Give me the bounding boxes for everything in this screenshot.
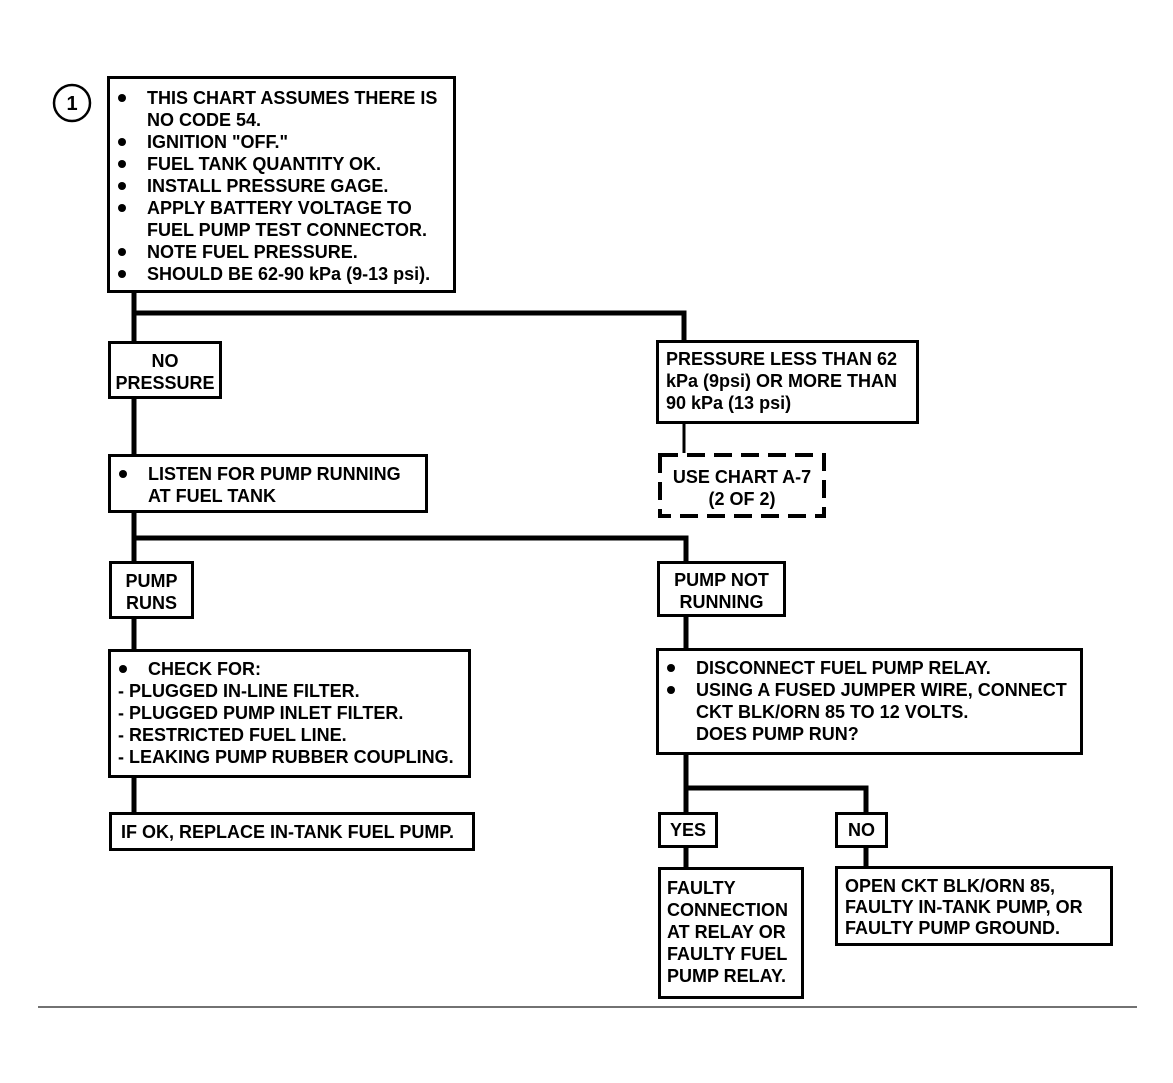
- start-condition-item: FUEL TANK QUANTITY OK.: [110, 153, 453, 175]
- start-condition-item: SHOULD BE 62-90 kPa (9-13 psi).: [110, 263, 453, 285]
- bullet-icon: [118, 138, 126, 146]
- box-text-line: PRESSURE: [115, 373, 215, 393]
- start-condition-item: APPLY BATTERY VOLTAGE TO FUEL PUMP TEST …: [110, 197, 453, 241]
- start-condition-item: THIS CHART ASSUMES THERE IS NO CODE 54.: [110, 87, 453, 131]
- listen-for-pump-box: LISTEN FOR PUMP RUNNING AT FUEL TANK: [108, 454, 428, 513]
- bullet-icon: [118, 204, 126, 212]
- box-text-line: PUMP RELAY.: [667, 966, 787, 986]
- box-text-line: INSTALL PRESSURE GAGE.: [147, 176, 389, 196]
- open-circuit-box: OPEN CKT BLK/ORN 85, FAULTY IN-TANK PUMP…: [835, 866, 1113, 946]
- box-text-line: FAULTY: [667, 878, 736, 898]
- box-text-line: USE CHART A-7: [672, 467, 812, 487]
- box-text-line: CKT BLK/ORN 85 TO 12 VOLTS.: [696, 702, 969, 722]
- yes-box: YES: [658, 812, 718, 848]
- relay-test-box: DISCONNECT FUEL PUMP RELAY. USING A FUSE…: [656, 648, 1083, 755]
- box-text-line: NO CODE 54.: [147, 110, 262, 130]
- check-list-item: - PLUGGED PUMP INLET FILTER.: [118, 703, 404, 723]
- box-text-line: kPa (9psi) OR MORE THAN: [666, 371, 898, 391]
- box-text-line: (2 OF 2): [708, 489, 776, 509]
- pump-runs-box: PUMP RUNS: [109, 561, 194, 619]
- bullet-icon: [118, 94, 126, 102]
- box-text-line: FAULTY PUMP GROUND.: [845, 918, 1061, 938]
- pressure-out-of-range-box: PRESSURE LESS THAN 62 kPa (9psi) OR MORE…: [656, 340, 919, 424]
- start-condition-item: NOTE FUEL PRESSURE.: [110, 241, 453, 263]
- box-text-line: 90 kPa (13 psi): [666, 393, 792, 413]
- relay-test-item: DISCONNECT FUEL PUMP RELAY.: [659, 657, 1080, 679]
- no-pressure-box: NO PRESSURE: [108, 341, 222, 399]
- step-marker-number: 1: [66, 93, 77, 115]
- box-text-line: APPLY BATTERY VOLTAGE TO: [147, 198, 412, 218]
- step-marker-circle: [52, 83, 92, 123]
- bullet-icon: [667, 686, 675, 694]
- replace-pump-box: IF OK, REPLACE IN-TANK FUEL PUMP.: [109, 812, 475, 851]
- listen-item: LISTEN FOR PUMP RUNNING AT FUEL TANK: [111, 463, 425, 507]
- bullet-icon: [119, 665, 127, 673]
- box-text-line: IF OK, REPLACE IN-TANK FUEL PUMP.: [121, 822, 455, 842]
- check-list-item: - PLUGGED IN-LINE FILTER.: [118, 681, 360, 701]
- box-text-line: LISTEN FOR PUMP RUNNING: [148, 464, 401, 484]
- pump-not-running-box: PUMP NOT RUNNING: [657, 561, 786, 617]
- box-text-line: FAULTY FUEL: [667, 944, 788, 964]
- faulty-relay-box: FAULTY CONNECTION AT RELAY OR FAULTY FUE…: [658, 867, 804, 999]
- check-for-box: CHECK FOR: - PLUGGED IN-LINE FILTER. - P…: [108, 649, 471, 778]
- box-text-line: SHOULD BE 62-90 kPa (9-13 psi).: [147, 264, 431, 284]
- start-condition-item: INSTALL PRESSURE GAGE.: [110, 175, 453, 197]
- check-for-heading: CHECK FOR:: [111, 658, 468, 680]
- box-text-line: FUEL TANK QUANTITY OK.: [147, 154, 381, 174]
- chart-reference-dashed-frame: [658, 453, 826, 518]
- no-label: NO: [848, 820, 875, 840]
- box-text-line: DISCONNECT FUEL PUMP RELAY.: [696, 658, 991, 678]
- box-text-line: THIS CHART ASSUMES THERE IS: [147, 88, 438, 108]
- box-text-line: AT FUEL TANK: [148, 486, 276, 506]
- box-text-line: RUNNING: [679, 592, 764, 612]
- box-text-line: PUMP NOT: [674, 570, 769, 590]
- box-text-line: IGNITION "OFF.": [147, 132, 289, 152]
- box-text-line: RUNS: [125, 593, 177, 613]
- box-text-line: PUMP: [125, 571, 178, 591]
- bullet-icon: [118, 270, 126, 278]
- start-conditions-box: THIS CHART ASSUMES THERE IS NO CODE 54. …: [107, 76, 456, 293]
- chart-reference-box: USE CHART A-7 (2 OF 2): [658, 453, 826, 518]
- no-box: NO: [835, 812, 888, 848]
- check-list-item: - RESTRICTED FUEL LINE.: [118, 725, 347, 745]
- bullet-icon: [118, 182, 126, 190]
- box-text-line: NOTE FUEL PRESSURE.: [147, 242, 358, 262]
- bullet-icon: [118, 160, 126, 168]
- box-text-line: OPEN CKT BLK/ORN 85,: [845, 876, 1056, 896]
- bullet-icon: [119, 470, 127, 478]
- box-text-line: CONNECTION: [667, 900, 788, 920]
- yes-label: YES: [669, 820, 707, 840]
- box-text-line: PRESSURE LESS THAN 62: [666, 349, 898, 369]
- box-text-line: USING A FUSED JUMPER WIRE, CONNECT: [696, 680, 1067, 700]
- relay-test-item: USING A FUSED JUMPER WIRE, CONNECT CKT B…: [659, 679, 1080, 745]
- box-text-line: CHECK FOR:: [148, 659, 261, 679]
- start-condition-item: IGNITION "OFF.": [110, 131, 453, 153]
- box-text-line: AT RELAY OR: [667, 922, 786, 942]
- bullet-icon: [667, 664, 675, 672]
- box-text-line: FUEL PUMP TEST CONNECTOR.: [147, 220, 428, 240]
- check-list-item: - LEAKING PUMP RUBBER COUPLING.: [118, 747, 454, 767]
- box-text-line: DOES PUMP RUN?: [696, 724, 859, 744]
- bullet-icon: [118, 248, 126, 256]
- box-text-line: FAULTY IN-TANK PUMP, OR: [845, 897, 1083, 917]
- box-text-line: NO: [151, 351, 179, 371]
